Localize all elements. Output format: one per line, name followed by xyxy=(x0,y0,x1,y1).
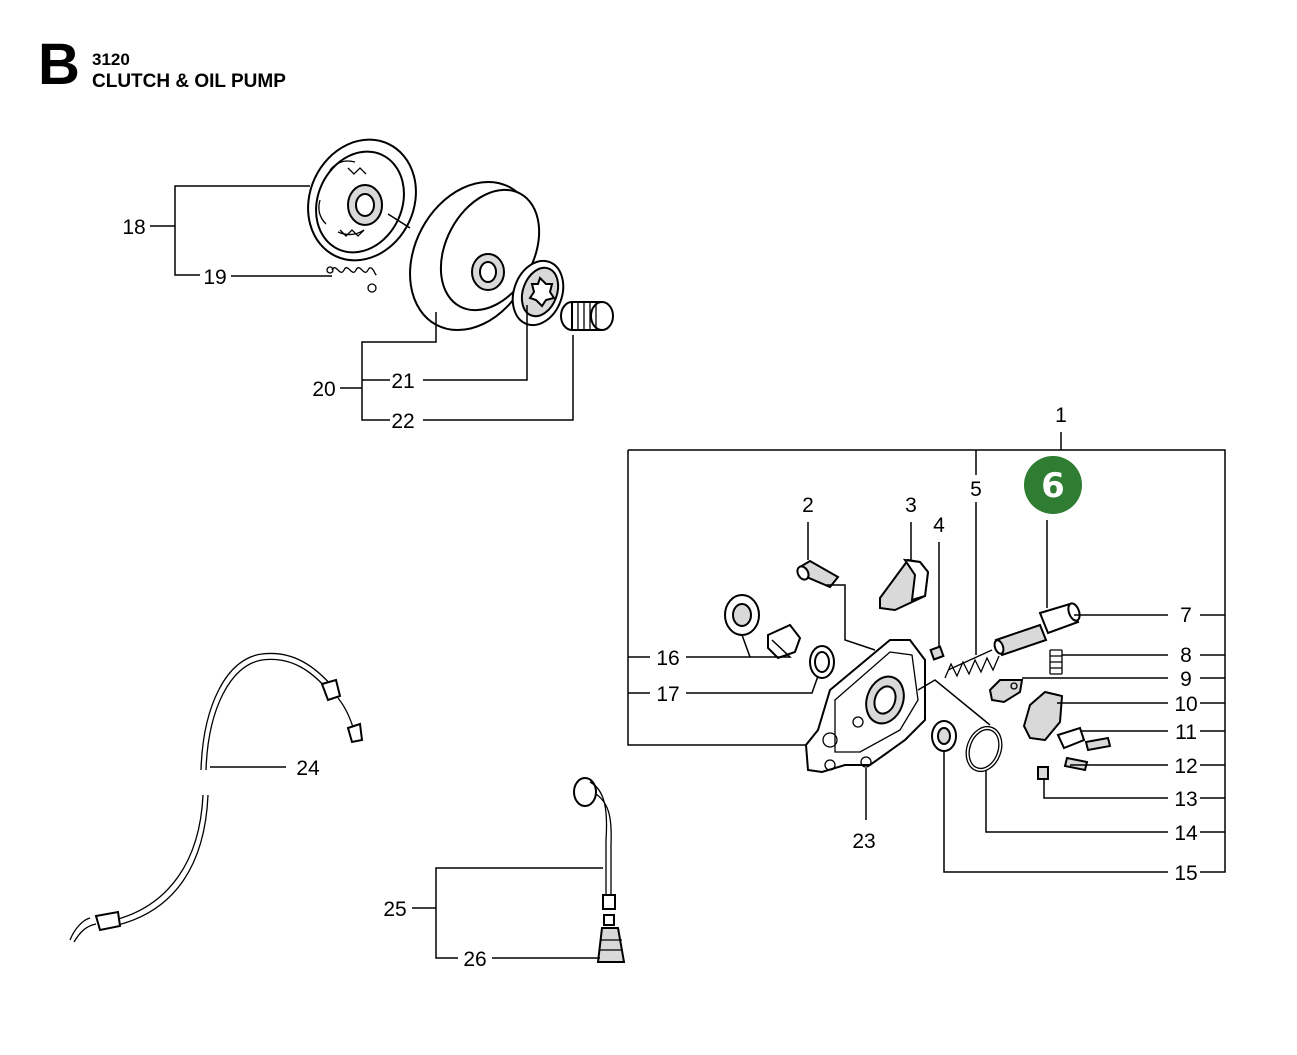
adjust-lever-part xyxy=(988,679,1024,704)
washer-15-part xyxy=(931,720,957,752)
clutch-drum-part xyxy=(409,180,541,332)
o-ring-part xyxy=(965,725,1003,773)
callout-22: 22 xyxy=(391,410,414,433)
callout-15: 15 xyxy=(1174,862,1197,885)
oil-hose-drawing xyxy=(69,652,364,943)
callout-13: 13 xyxy=(1174,788,1197,811)
badge-label: 6 xyxy=(1041,466,1065,506)
callout-12: 12 xyxy=(1174,755,1197,778)
callout-26: 26 xyxy=(463,948,486,971)
pump-bracket-part xyxy=(1022,690,1064,742)
callout-labels: 1 2 3 4 5 7 8 9 10 11 12 13 14 15 16 17 … xyxy=(122,216,1198,971)
callout-16: 16 xyxy=(656,647,679,670)
callout-9: 9 xyxy=(1180,668,1192,691)
callout-25: 25 xyxy=(383,898,406,921)
callout-3: 3 xyxy=(905,494,917,517)
sprocket-rim-part xyxy=(511,259,565,327)
callout-8: 8 xyxy=(1180,644,1192,667)
section-title: CLUTCH & OIL PUMP xyxy=(92,71,286,92)
callout-5: 5 xyxy=(970,478,982,501)
pump-piston-part xyxy=(993,602,1081,657)
callout-7: 7 xyxy=(1180,604,1192,627)
washer-plate-part xyxy=(1056,726,1086,750)
oil-pump-cover-part xyxy=(879,558,930,612)
callout-4: 4 xyxy=(933,514,945,537)
callout-14: 14 xyxy=(1174,822,1198,845)
clutch-assembly-drawing xyxy=(150,138,614,421)
callout-20: 20 xyxy=(312,378,335,401)
highlight-badge: 6 xyxy=(1024,456,1082,514)
clutch-shoes-part xyxy=(307,138,417,262)
worm-gear-part xyxy=(724,594,802,660)
seal-ring-part xyxy=(809,645,835,679)
callout-24: 24 xyxy=(296,757,320,780)
callout-17: 17 xyxy=(656,683,679,706)
section-letter: B xyxy=(38,32,80,97)
screw-2-part xyxy=(796,559,840,589)
screw-11-12-part xyxy=(1063,736,1112,772)
callout-2: 2 xyxy=(802,494,814,517)
suction-hose-drawing xyxy=(412,777,626,963)
callout-11: 11 xyxy=(1175,721,1197,744)
callout-18: 18 xyxy=(122,216,145,239)
badge-circle xyxy=(1024,456,1082,514)
oil-pump-assembly-drawing xyxy=(627,432,1226,873)
callout-10: 10 xyxy=(1174,693,1197,716)
screw-13-part xyxy=(1037,766,1049,780)
small-spring-part xyxy=(1049,649,1063,675)
washer-23-part xyxy=(860,756,872,768)
clutch-spring-part xyxy=(326,266,377,293)
pump-spring-part xyxy=(944,649,1000,679)
callout-23: 23 xyxy=(852,830,875,853)
callout-21: 21 xyxy=(391,370,414,393)
section-code: 3120 xyxy=(92,50,130,69)
callout-1: 1 xyxy=(1055,404,1067,427)
callout-19: 19 xyxy=(203,266,226,289)
needle-bearing-part xyxy=(560,301,614,331)
screw-4-part xyxy=(929,645,945,661)
